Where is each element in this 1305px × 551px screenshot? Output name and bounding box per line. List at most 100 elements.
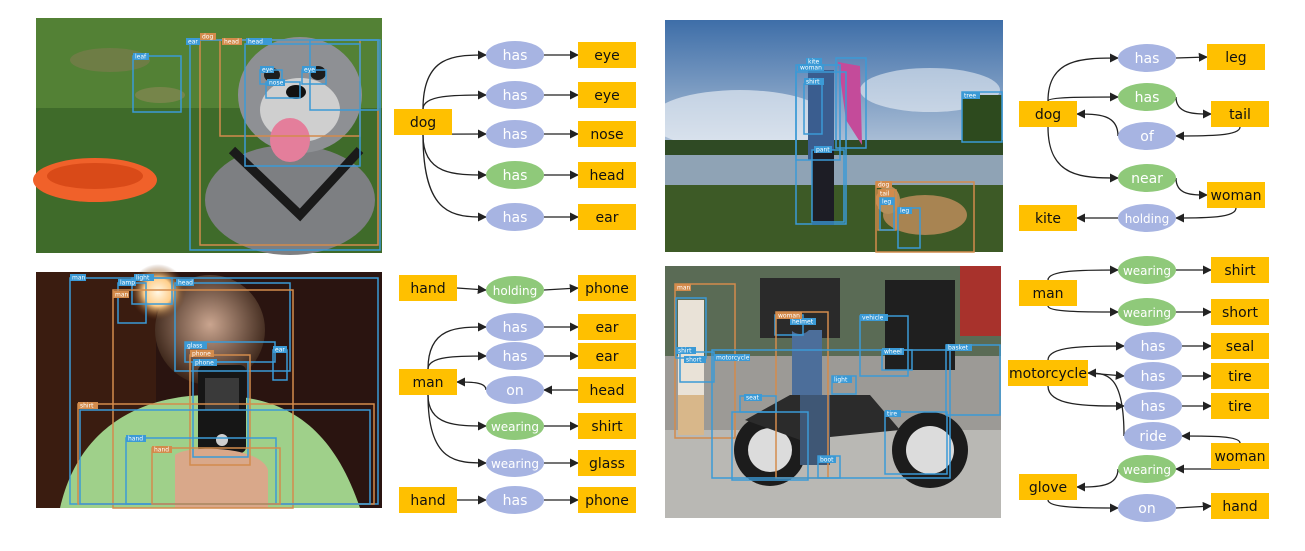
photo-label: hand [128, 436, 143, 443]
relation-node [1124, 392, 1182, 420]
relation-node [486, 161, 544, 189]
relation-node-label: has [503, 349, 528, 365]
object-node [399, 275, 457, 301]
object-node-label: tail [1229, 107, 1251, 123]
graph-edge [1175, 177, 1208, 200]
photo-label: eye [262, 67, 273, 74]
relation-node-label: on [506, 383, 523, 399]
photo-label: phone [195, 360, 214, 367]
object-node [1211, 257, 1269, 283]
photo-label: leg [900, 208, 909, 215]
graph-edge [422, 134, 487, 222]
photo-label: basket [948, 345, 969, 352]
graph-edge [1076, 468, 1119, 492]
object-node-label: glass [589, 456, 625, 472]
object-node [1019, 205, 1077, 231]
object-node-label: woman [1214, 449, 1265, 465]
graph-edge [1047, 385, 1125, 411]
relation-node-label: wearing [491, 457, 539, 471]
object-node [1019, 474, 1077, 500]
object-node-label: kite [1035, 211, 1061, 227]
relation-node [486, 412, 544, 440]
relation-node [1124, 362, 1182, 390]
relation-node [1124, 332, 1182, 360]
object-node [1008, 360, 1088, 386]
photo-label: light [136, 275, 150, 282]
relation-node [486, 342, 544, 370]
object-node-label: motorcycle [1009, 366, 1087, 382]
photo-label: dog [202, 34, 213, 41]
relation-node-label: of [1140, 129, 1155, 145]
photo-label: woman [778, 313, 800, 320]
object-node [399, 487, 457, 513]
graph-edge [456, 377, 487, 391]
panel-kite-photo: kite woman shirt tree pant dog tail leg … [650, 20, 1003, 253]
object-node-label: head [590, 168, 625, 184]
relation-node [486, 120, 544, 148]
relation-node [486, 486, 544, 514]
object-node [578, 343, 636, 369]
photo-label: lamp [120, 280, 135, 287]
relation-node-label: near [1131, 171, 1163, 187]
relation-node-label: has [1141, 369, 1166, 385]
graph-edge [1047, 341, 1125, 361]
object-node-label: shirt [591, 419, 623, 435]
graph-edge [1047, 126, 1119, 183]
photo-label: man [72, 275, 86, 282]
graph-edge [1175, 501, 1212, 512]
photo-label: head [178, 280, 193, 287]
object-node [1211, 333, 1269, 359]
photo-label: tire [887, 411, 897, 418]
object-node-label: nose [590, 127, 623, 143]
object-node [578, 162, 636, 188]
relation-node-label: on [1138, 501, 1155, 517]
panel-dog-photo-labels: leaf dog head head eye eye nose ear [133, 33, 316, 87]
photo-label: short [686, 357, 702, 364]
relation-node [1118, 122, 1176, 150]
graph-edge [427, 394, 487, 468]
photo-label: leg [882, 199, 891, 206]
object-node [578, 82, 636, 108]
relation-node [486, 81, 544, 109]
panel-motorcycle-photo: man short shirt helmet woman vehicle whe… [665, 266, 1001, 518]
relation-node [1118, 455, 1176, 483]
graph-edge [1175, 126, 1241, 141]
photo-label: boot [820, 457, 834, 464]
object-node-label: head [590, 383, 625, 399]
graph-edge [1087, 368, 1125, 437]
graph-edge [1047, 305, 1119, 317]
object-node-label: short [1222, 305, 1258, 321]
relation-node-label: has [1135, 51, 1160, 67]
graph-edge [427, 351, 487, 370]
photo-label: seat [746, 395, 759, 402]
photo-label: leaf [135, 54, 147, 61]
graph-edge [456, 284, 487, 294]
photo-label: man [677, 285, 691, 292]
relation-node [486, 313, 544, 341]
graph-edge [422, 134, 487, 180]
relation-node-label: has [503, 493, 528, 509]
relation-node [1118, 204, 1176, 232]
photo-label: man [115, 292, 129, 299]
relation-node-label: has [503, 48, 528, 64]
graph-edge [543, 283, 579, 294]
relation-node-label: wearing [1123, 306, 1171, 320]
object-node-label: phone [585, 493, 629, 509]
relation-node-label: has [503, 88, 528, 104]
relation-node-label: has [1141, 399, 1166, 415]
object-node [578, 450, 636, 476]
relation-node [486, 276, 544, 304]
photo-label: tree [964, 93, 976, 100]
relation-node-label: has [503, 127, 528, 143]
object-node-label: dog [410, 115, 436, 131]
object-node [578, 413, 636, 439]
graph-edge [1175, 207, 1237, 223]
object-node [578, 42, 636, 68]
relation-node-label: holding [1125, 212, 1169, 226]
photo-label: eye [304, 67, 315, 74]
object-node [1211, 393, 1269, 419]
